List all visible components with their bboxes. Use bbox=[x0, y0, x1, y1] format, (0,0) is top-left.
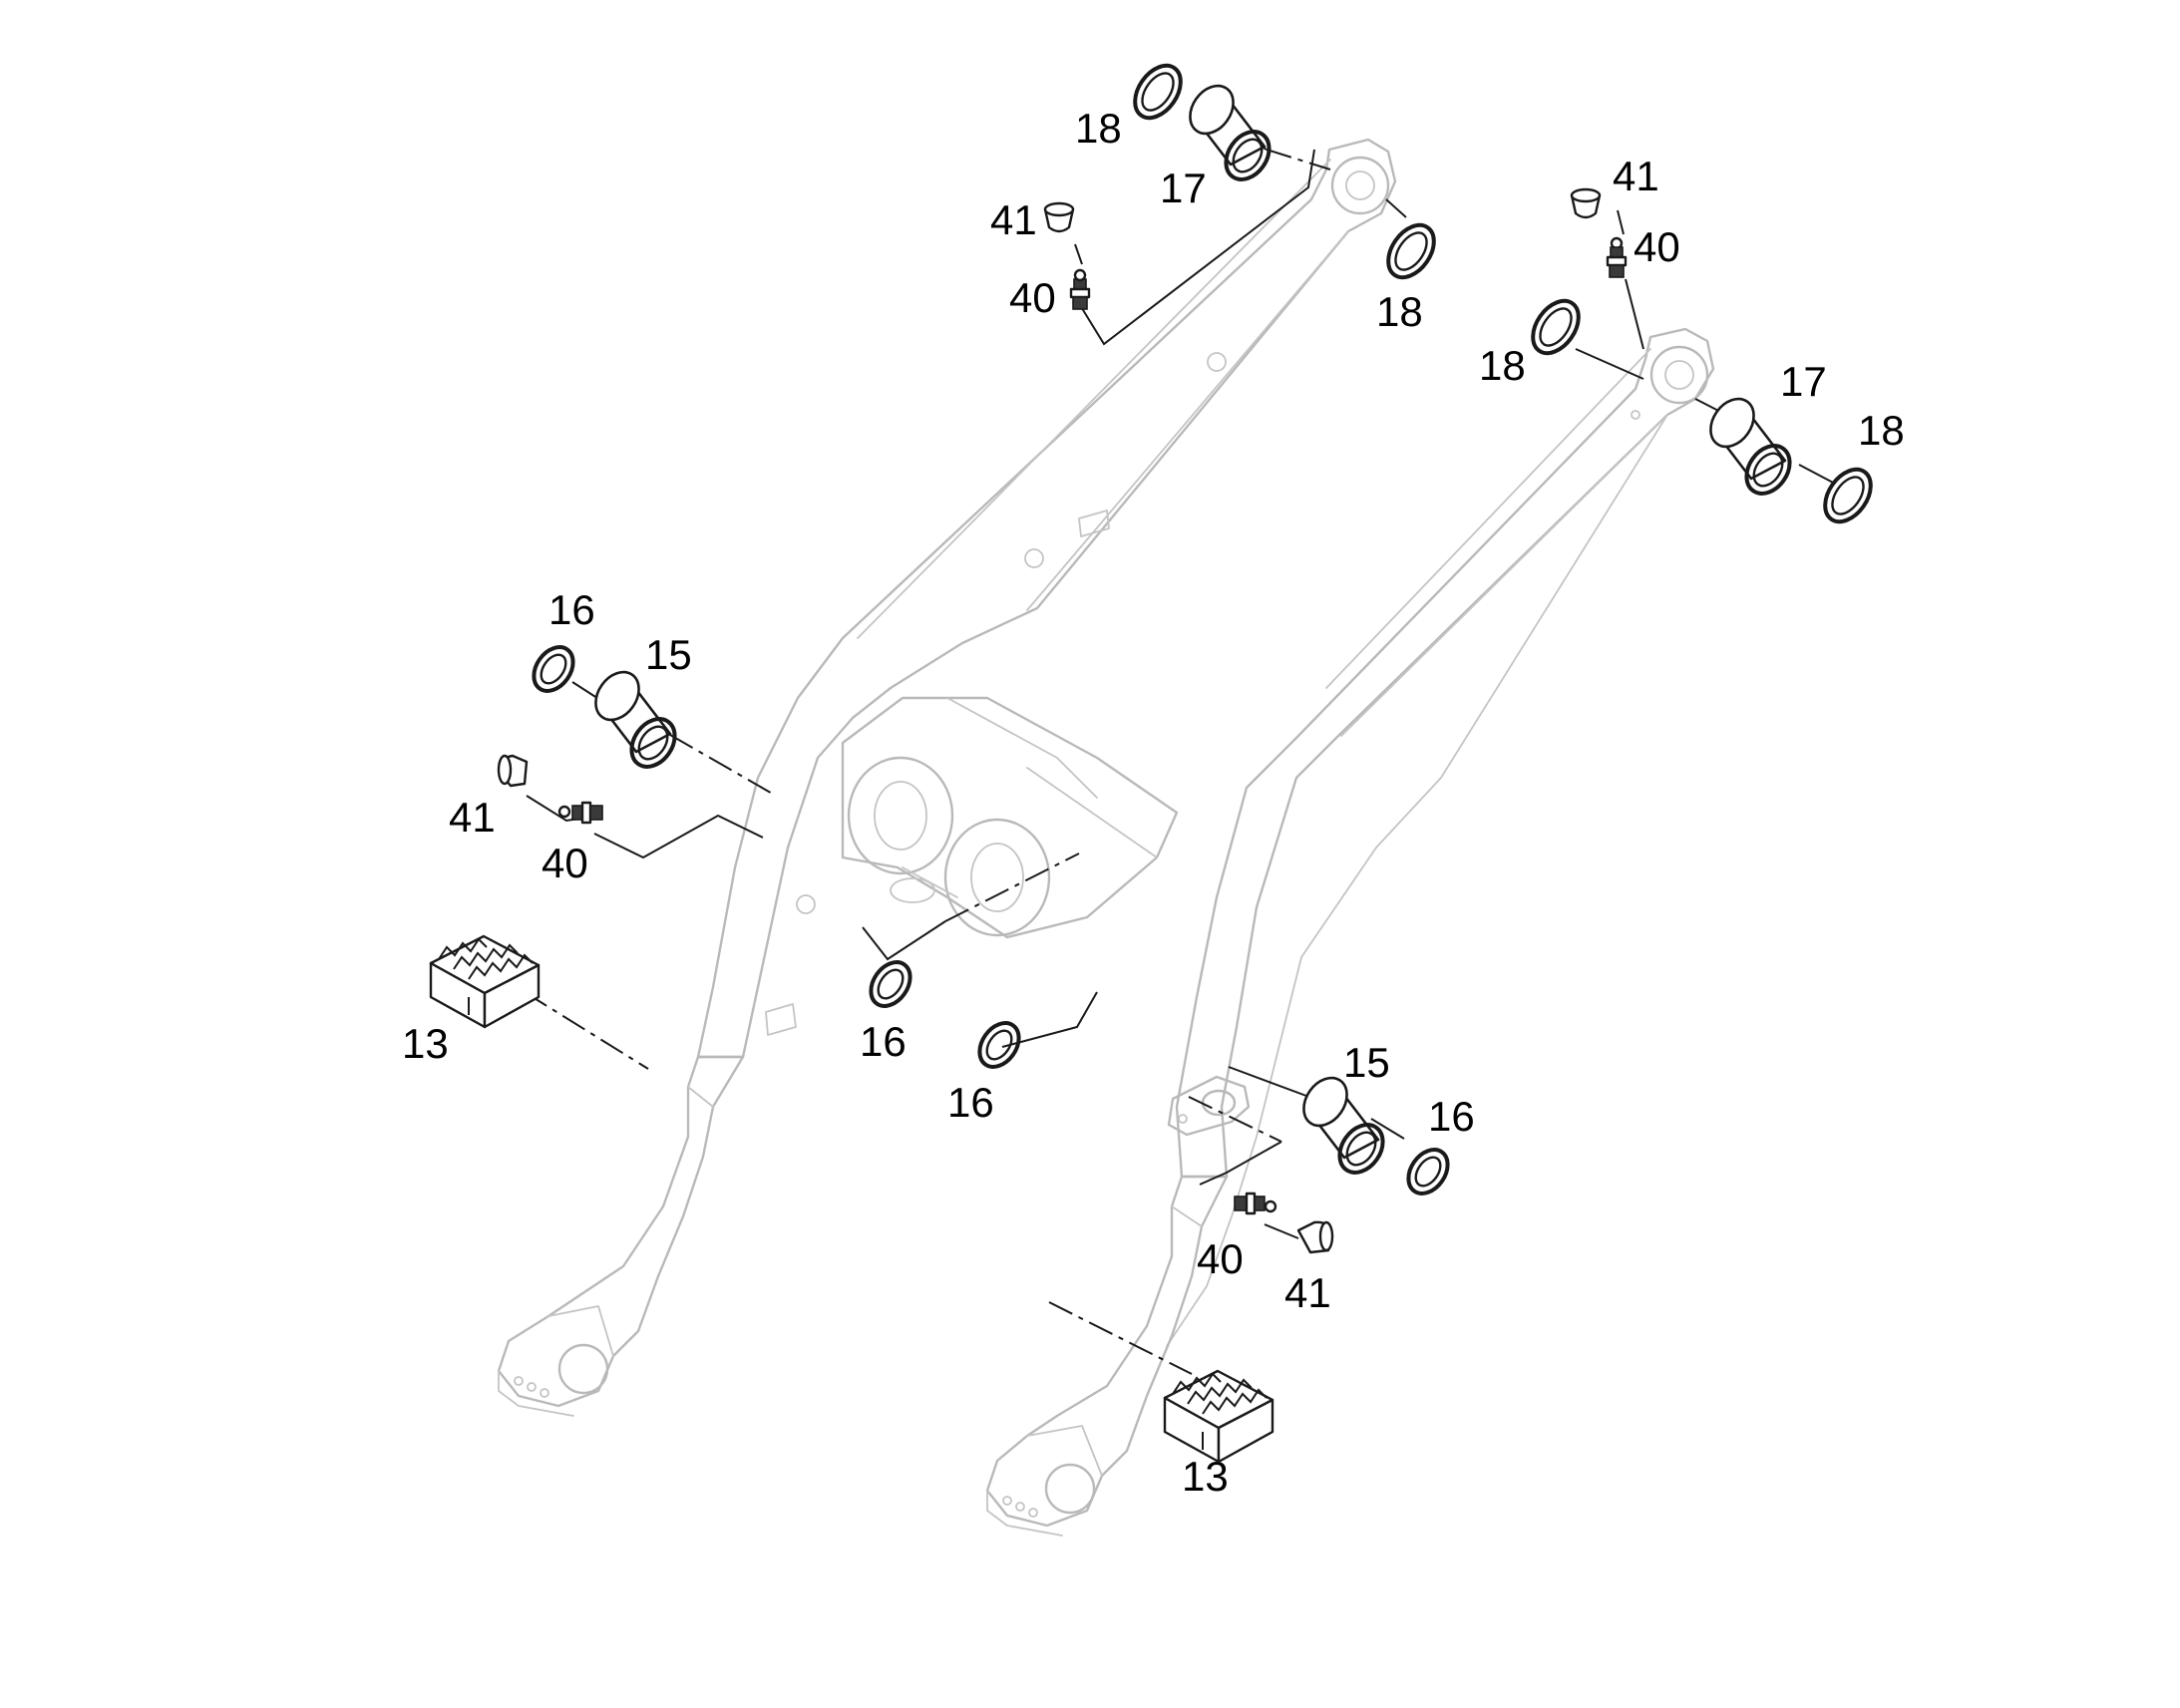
step-plate-13-right bbox=[1163, 1369, 1274, 1464]
callout-18-right-b: 18 bbox=[1858, 407, 1905, 454]
callout-15-left: 15 bbox=[645, 631, 692, 678]
grease-nipple-40-top bbox=[1069, 268, 1091, 310]
callout-16-left: 16 bbox=[548, 586, 595, 633]
seal-ring-16-center-2 bbox=[977, 1021, 1021, 1069]
callout-16-center-2: 16 bbox=[947, 1079, 994, 1126]
grease-cap-41-left bbox=[497, 754, 529, 788]
grease-nipple-40-bottom bbox=[1234, 1192, 1277, 1215]
thrust-ring-18-top bbox=[1133, 63, 1183, 121]
thrust-ring-18-top-right bbox=[1386, 222, 1436, 280]
callout-17-right: 17 bbox=[1780, 358, 1827, 405]
bushing-17-right bbox=[1709, 397, 1792, 496]
grease-nipple-40-left bbox=[557, 801, 603, 825]
callout-40-bottom: 40 bbox=[1197, 1235, 1244, 1282]
callout-16-center: 16 bbox=[860, 1018, 907, 1065]
callout-labels: 18 17 41 40 18 41 40 18 17 18 16 15 41 4… bbox=[402, 105, 1905, 1500]
grease-cap-41-right bbox=[1570, 187, 1602, 219]
bushing-17-top bbox=[1189, 84, 1272, 181]
loader-arm-frame bbox=[497, 138, 1715, 1537]
grease-cap-41-bottom bbox=[1296, 1220, 1334, 1254]
callout-40-top: 40 bbox=[1009, 274, 1056, 321]
bushing-15-right bbox=[1302, 1076, 1385, 1175]
callout-18-mid: 18 bbox=[1376, 288, 1423, 335]
callout-18-top: 18 bbox=[1075, 105, 1122, 152]
seal-ring-16-right bbox=[1406, 1148, 1450, 1196]
callout-40-right: 40 bbox=[1634, 223, 1680, 270]
seal-ring-16-center bbox=[869, 960, 912, 1008]
leader-lines bbox=[524, 132, 1836, 1375]
grease-nipple-40-right bbox=[1606, 236, 1628, 278]
callout-41-top: 41 bbox=[990, 196, 1037, 243]
callout-40-left: 40 bbox=[542, 840, 588, 886]
callout-41-left: 41 bbox=[449, 794, 496, 841]
callout-13-left: 13 bbox=[402, 1020, 449, 1067]
thrust-ring-18-right bbox=[1823, 467, 1873, 524]
callout-18-right-a: 18 bbox=[1479, 342, 1526, 389]
callout-41-bottom: 41 bbox=[1284, 1269, 1331, 1316]
callout-16-right: 16 bbox=[1428, 1093, 1475, 1140]
step-plate-13-left bbox=[429, 934, 541, 1029]
callout-15-right: 15 bbox=[1343, 1039, 1390, 1086]
callout-41-right: 41 bbox=[1613, 153, 1659, 199]
grease-cap-41-top bbox=[1043, 201, 1075, 233]
thrust-ring-18-mid bbox=[1531, 298, 1581, 356]
seal-ring-16-left bbox=[532, 645, 575, 693]
bushing-15-left bbox=[594, 670, 677, 769]
callout-17-top: 17 bbox=[1160, 165, 1207, 211]
